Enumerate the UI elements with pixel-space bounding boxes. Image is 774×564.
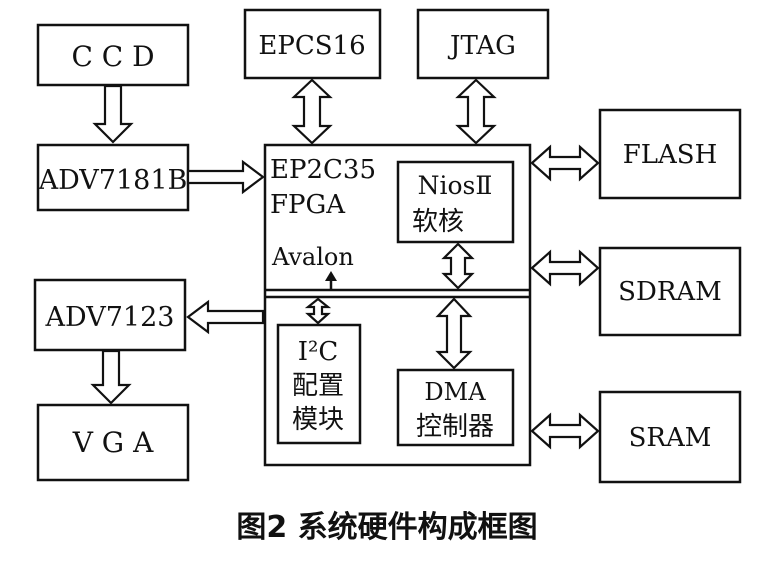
epcs16-label: EPCS16 [258, 31, 365, 61]
jtag-label: JTAG [447, 31, 516, 61]
adv7123-label: ADV7123 [45, 302, 175, 333]
i2c-module-label: 模块 [292, 405, 344, 435]
sdram-block: SDRAM [598, 246, 742, 337]
ccd-to-adv7181b-arrow [92, 84, 134, 144]
sram-fpga-double-arrow [530, 412, 600, 450]
sram-label: SRAM [629, 423, 712, 453]
jtag-fpga-double-arrow [455, 78, 497, 145]
flash-block: FLASH [598, 108, 742, 200]
dma-label: DMA [424, 378, 486, 406]
adv7123-to-vga-arrow [90, 349, 132, 405]
fpga-model-label: EP2C35 [270, 155, 376, 185]
i2c-config-label: 配置 [292, 371, 344, 401]
nios-core-label: 软核 [412, 207, 464, 237]
bus-i2c-double-arrow [304, 297, 332, 325]
ccd-label: C C D [71, 40, 154, 73]
sram-block: SRAM [598, 390, 742, 484]
vga-block: V G A [36, 403, 190, 482]
ccd-block: C C D [36, 23, 190, 87]
i2c-label: I²C [298, 337, 339, 367]
avalon-up-arrow [325, 271, 337, 290]
flash-label: FLASH [623, 140, 718, 170]
sdram-label: SDRAM [618, 277, 722, 307]
adv7123-block: ADV7123 [33, 278, 187, 352]
adv7181b-to-fpga-arrow [186, 159, 265, 195]
i2c-config-block: I²C 配置 模块 [276, 323, 362, 445]
nios-block: NiosⅡ 软核 [396, 160, 515, 244]
vga-label: V G A [72, 426, 154, 459]
fpga-type-label: FPGA [270, 190, 346, 220]
bus-dma-double-arrow [435, 297, 473, 370]
dma-controller-label: 控制器 [416, 412, 494, 442]
fpga-to-adv7123-arrow [186, 299, 265, 335]
flash-fpga-double-arrow [530, 144, 600, 182]
epcs16-block: EPCS16 [243, 8, 382, 80]
adv7181b-label: ADV7181B [38, 165, 188, 196]
epcs16-fpga-double-arrow [291, 78, 333, 145]
sdram-fpga-double-arrow [530, 249, 600, 287]
nios-label: NiosⅡ [418, 171, 493, 200]
nios-bus-double-arrow [441, 242, 475, 290]
avalon-label: Avalon [271, 243, 354, 271]
figure-caption: 图2 系统硬件构成框图 [236, 510, 537, 545]
adv7181b-block: ADV7181B [36, 143, 190, 212]
dma-block: DMA 控制器 [396, 368, 515, 447]
jtag-block: JTAG [416, 8, 550, 80]
